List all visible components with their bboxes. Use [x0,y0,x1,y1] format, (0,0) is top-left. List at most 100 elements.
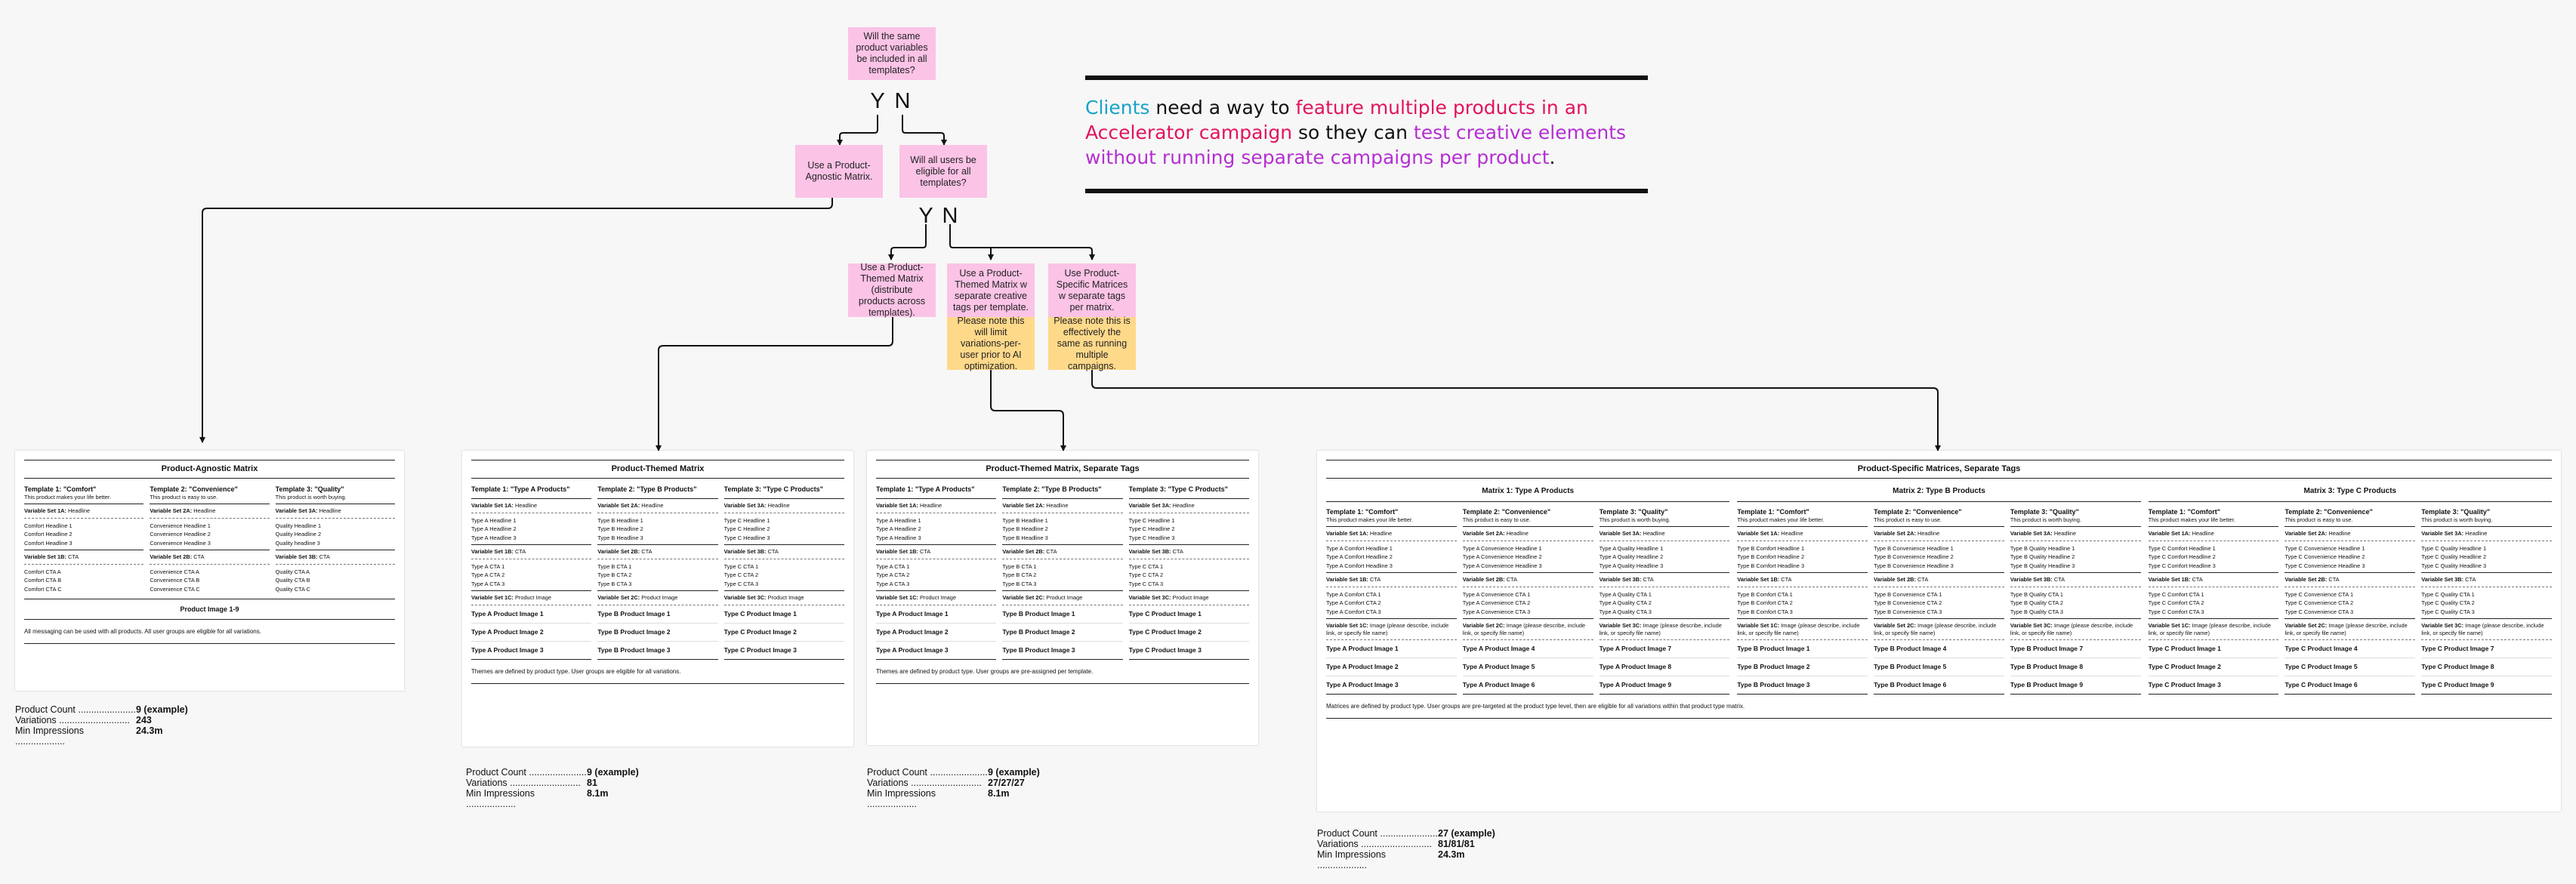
list-item: Type A Convenience CTA 3 [1462,608,1531,615]
outcome-themed-matrix[interactable]: Use a Product-Themed Matrix (distribute … [848,262,936,318]
template-title: Template 3: "Quality" [2010,508,2079,516]
list-item: Type B Quality CTA 2 [2010,599,2063,606]
variable-set-image: Variable Set 1C: Product Image [876,591,997,605]
list-item: Type B Convenience Headline 1 [1874,544,1954,552]
product-image: Type C Product Image 3 [2148,676,2279,695]
variable-set-label: Variable Set 2B: [150,553,193,560]
doc-product-themed-separate-tags: Product-Themed Matrix, Separate Tags Tem… [867,451,1258,745]
template-title: Template 1: "Type A Products" [471,482,592,499]
variable-set-cta: Variable Set 3B: CTA [1599,573,1730,587]
variable-set-headline: Variable Set 1A: Headline [471,499,592,513]
list-item: Type C Convenience CTA 3 [2284,608,2354,615]
variable-set-label: Variable Set 2C: [1462,622,1505,629]
variable-set-label: Variable Set 3A: [1599,530,1642,537]
product-image: Type A Product Image 1 [1326,640,1457,658]
product-image: Type C Product Image 9 [2421,676,2552,695]
template-column: Template 3: "Quality"This product is wor… [275,482,395,596]
list-item: Type B Comfort CTA 2 [1737,599,1793,606]
list-item: Convenience CTA C [150,585,200,593]
outcome-product-specific[interactable]: Use Product-Specific Matrices w separate… [1048,263,1136,317]
question-all-users-eligible[interactable]: Will all users be eligible for all templ… [899,145,987,198]
list-item: Type A Comfort Headline 3 [1326,562,1393,569]
variable-set-label: Variable Set 1C: [1737,622,1780,629]
variable-set-cta: Variable Set 3B: CTA [2010,573,2141,587]
variable-set-type: CTA [67,553,79,560]
doc-title: Product-Themed Matrix, Separate Tags [876,460,1249,479]
list-item: Type B Quality CTA 3 [2010,608,2063,615]
variable-set-cta: Variable Set 2B: CTA [2284,573,2416,587]
template-title: Template 3: "Quality" [275,485,344,493]
product-image: Type C Product Image 8 [2421,658,2552,676]
variable-set-cta: Variable Set 1B: CTA [1737,573,1868,587]
variable-set-type: CTA [1046,548,1057,555]
list-item: Type B Convenience Headline 3 [1874,562,1954,569]
variable-set-label: Variable Set 2C: [2284,622,2328,629]
product-image: Type C Product Image 2 [1128,624,1249,642]
list-item: Type C Headline 1 [1128,516,1175,524]
variable-set-cta: Variable Set 2B: CTA [1002,545,1123,559]
variable-set-cta: Variable Set 2B: CTA [1462,573,1593,587]
variable-set-headline: Variable Set 3A: Headline [2421,527,2552,541]
template-title: Template 1: "Type A Products" [876,482,997,499]
product-image: Type A Product Image 2 [876,624,997,642]
stat-count: 9 (example) [988,767,1040,778]
list-item: Type C Headline 2 [723,525,770,532]
edge-themed-doc [656,317,893,451]
list-item: Type A Quality Headline 2 [1599,553,1664,560]
template-title: Template 2: "Convenience" [1462,508,1551,516]
variable-set-label: Variable Set 1A: [876,502,918,509]
headline-test: test creative elements without running s… [1085,122,1627,168]
doc-note: Themes are defined by product type. User… [876,660,1249,684]
matrix-templates: Template 1: "Comfort"This product makes … [2148,505,2552,695]
product-image: Type B Product Image 9 [2010,676,2141,695]
edge-q1-no [902,115,947,146]
list-item: Type B CTA 1 [1002,562,1037,570]
list-item: Quality headline 3 [275,539,320,547]
product-image: Type C Product Image 1 [1128,605,1249,624]
variable-set-type: Product Image [1046,594,1083,601]
list-item: Convenience Headline 2 [150,531,211,537]
variable-set-headline: Variable Set 3A: Headline [275,504,395,519]
warning-product-specific: Please note this is effectively the same… [1048,316,1136,371]
edge-q1-yes [837,115,878,146]
variable-set-label: Variable Set 2B: [1002,548,1045,555]
product-image: Type C Product Image 7 [2421,640,2552,658]
variable-set-type: Product Image [1172,594,1209,601]
variable-set-label: Variable Set 3A: [2010,530,2053,537]
template-description: This product is easy to use. [1462,516,1593,527]
template-column: Template 2: "Convenience"This product is… [1874,505,2004,695]
template-column: Template 1: "Comfort"This product makes … [24,482,144,596]
outcome-agnostic-matrix[interactable]: Use a Product-Agnostic Matrix. [795,145,883,198]
template-description: This product is worth buying. [275,494,395,504]
product-image: Type C Product Image 6 [2284,676,2416,695]
variable-set-label: Variable Set 3B: [1599,576,1642,583]
list-item: Type C Quality CTA 3 [2421,608,2475,615]
outcome-themed-separate-tags[interactable]: Use a Product-Themed Matrix w separate c… [947,263,1035,317]
list-item: Comfort Headline 1 [24,522,72,529]
list-item: Type C Convenience CTA 2 [2284,599,2354,606]
product-image: Type A Product Image 1 [876,605,997,624]
variable-set-type: Headline [1172,502,1195,509]
variable-set-headline: Variable Set 3A: Headline [723,499,844,513]
list-item: Type C Comfort CTA 2 [2148,599,2204,606]
template-title: Template 2: "Type B Products" [1002,482,1123,499]
list-item: Type B Headline 1 [597,516,643,524]
variable-set-image: Variable Set 2C: Image (please describe,… [2284,619,2416,640]
question-same-variables[interactable]: Will the same product variables be inclu… [848,27,936,80]
variable-set-image: Variable Set 2C: Image (please describe,… [1874,619,2004,640]
variable-set-headline: Variable Set 3A: Headline [1599,527,1730,541]
list-item: Comfort CTA C [24,585,62,593]
variable-set-label: Variable Set 2A: [1002,502,1045,509]
product-image: Type C Product Image 3 [1128,642,1249,660]
product-image: Type B Product Image 3 [1737,676,1868,695]
